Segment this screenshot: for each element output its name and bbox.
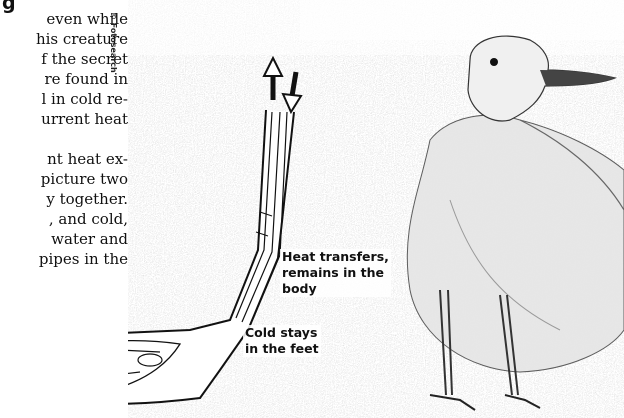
- cold-label-line: Cold stays: [245, 325, 319, 341]
- article-line: l in cold re-: [41, 89, 128, 109]
- photo-credit-text: © Fotosearch: [109, 12, 118, 73]
- article-line: urrent heat: [41, 109, 128, 129]
- heat-transfer-label: Heat transfers, remains in the body: [280, 249, 391, 297]
- heading-fragment: g: [2, 0, 16, 14]
- article-line: , and cold,: [49, 209, 128, 229]
- article-line: water and: [51, 229, 128, 249]
- heat-label-line: body: [282, 281, 389, 297]
- article-line: picture two: [41, 169, 128, 189]
- article-line: nt heat ex-: [47, 149, 128, 169]
- article-line: pipes in the: [39, 249, 128, 269]
- heat-label-line: Heat transfers,: [282, 249, 389, 265]
- cold-label-line: in the feet: [245, 341, 319, 357]
- article-line: y together.: [46, 189, 128, 209]
- heat-label-line: remains in the: [282, 265, 389, 281]
- cold-stays-label: Cold stays in the feet: [243, 325, 321, 357]
- photo-credit: © Fotosearch: [107, 12, 121, 92]
